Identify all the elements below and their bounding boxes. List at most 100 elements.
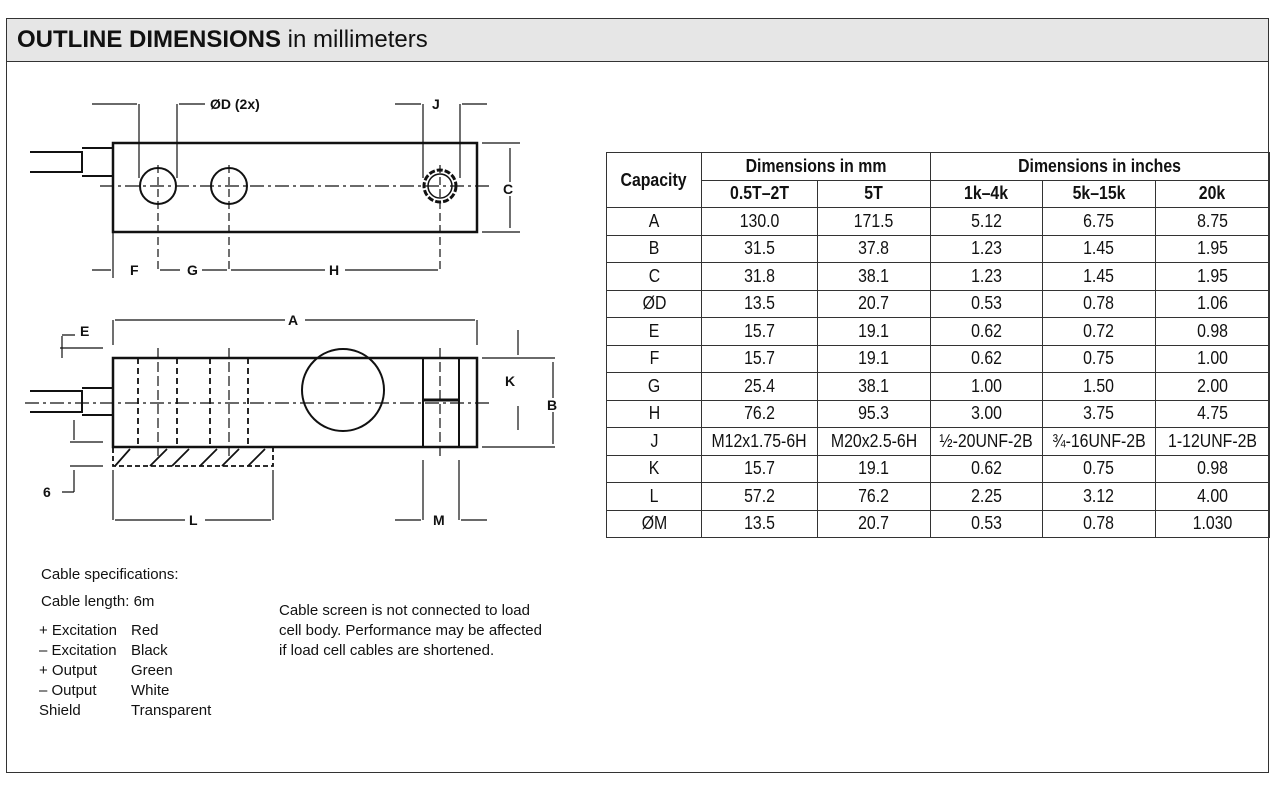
note-line: cell body. Performance may be affected bbox=[279, 622, 542, 639]
table-cell: 19.1 bbox=[817, 317, 931, 346]
cell-text: 38.1 bbox=[858, 375, 890, 396]
cell-text: 15.7 bbox=[744, 348, 775, 369]
table-cell: 6.75 bbox=[1042, 207, 1156, 236]
cell-text: 1.030 bbox=[1192, 513, 1233, 534]
table-cell: 19.1 bbox=[817, 454, 931, 483]
cell-text: 2.00 bbox=[1197, 375, 1228, 396]
dimension-key: J bbox=[606, 427, 702, 456]
cell-text: 13.5 bbox=[744, 293, 775, 314]
wire-color: Black bbox=[131, 641, 168, 659]
table-cell: 38.1 bbox=[817, 372, 931, 401]
table-cell: 4.00 bbox=[1155, 482, 1270, 511]
cell-text: 19.1 bbox=[858, 320, 890, 341]
cell-text: 0.98 bbox=[1197, 320, 1228, 341]
cell-text: G bbox=[647, 375, 661, 396]
cable-length: Cable length: 6m bbox=[41, 593, 155, 610]
dimension-key: ØD bbox=[606, 289, 702, 318]
table-cell: 2.25 bbox=[930, 482, 1043, 511]
label-b: B bbox=[547, 397, 557, 413]
cell-text: ØM bbox=[641, 513, 667, 534]
dimension-key: A bbox=[606, 207, 702, 236]
table-cell: 13.5 bbox=[701, 509, 818, 538]
wire-row: – Excitation Black bbox=[39, 640, 231, 660]
table-cell: 1.45 bbox=[1042, 262, 1156, 291]
cell-text: 1.45 bbox=[1083, 265, 1115, 286]
cell-text: 1.95 bbox=[1197, 265, 1228, 286]
table-cell: 0.98 bbox=[1155, 454, 1270, 483]
col-label: 20k bbox=[1199, 183, 1226, 204]
table-cell: 0.53 bbox=[930, 289, 1043, 318]
dimension-key: C bbox=[606, 262, 702, 291]
label-a: A bbox=[288, 312, 298, 328]
table-row: G 25.4 38.1 1.00 1.50 2.00 bbox=[606, 372, 1270, 401]
label-h: H bbox=[329, 262, 339, 278]
table-cell: 37.8 bbox=[817, 234, 931, 263]
table-cell: 0.62 bbox=[930, 344, 1043, 373]
cable-spec-title: Cable specifications: bbox=[41, 566, 179, 583]
table-cell: 15.7 bbox=[701, 317, 818, 346]
side-view bbox=[25, 319, 555, 521]
cell-text: 0.53 bbox=[971, 293, 1002, 314]
label-e: E bbox=[80, 323, 89, 339]
col-header: 5T bbox=[817, 179, 931, 208]
table-cell: 13.5 bbox=[701, 289, 818, 318]
cell-text: 19.1 bbox=[858, 348, 890, 369]
cell-text: 0.78 bbox=[1083, 293, 1115, 314]
cell-text: 0.78 bbox=[1083, 513, 1115, 534]
label-d: ØD (2x) bbox=[210, 96, 260, 112]
table-cell: 0.75 bbox=[1042, 454, 1156, 483]
cell-text: 1.23 bbox=[971, 265, 1002, 286]
cell-text: 0.98 bbox=[1197, 458, 1228, 479]
cell-text: 57.2 bbox=[744, 485, 775, 506]
cell-text: 1.95 bbox=[1197, 238, 1228, 259]
table-cell: 19.1 bbox=[817, 344, 931, 373]
cell-text: 0.75 bbox=[1083, 348, 1115, 369]
top-view bbox=[30, 103, 520, 278]
table-cell: 1.50 bbox=[1042, 372, 1156, 401]
cell-text: 13.5 bbox=[744, 513, 775, 534]
table-cell: 31.8 bbox=[701, 262, 818, 291]
table-cell: 76.2 bbox=[701, 399, 818, 428]
cell-text: J bbox=[650, 430, 658, 451]
table-cell: 171.5 bbox=[817, 207, 931, 236]
cell-text: 0.72 bbox=[1083, 320, 1115, 341]
cell-text: 25.4 bbox=[744, 375, 775, 396]
wire-color: Green bbox=[131, 661, 173, 679]
cell-text: K bbox=[648, 458, 660, 479]
cell-text: ½-20UNF-2B bbox=[939, 430, 1034, 451]
cell-text: 31.8 bbox=[744, 265, 775, 286]
table-cell: 0.78 bbox=[1042, 289, 1156, 318]
table-cell: 1.06 bbox=[1155, 289, 1270, 318]
wire-color: Red bbox=[131, 621, 159, 639]
col-header: 0.5T–2T bbox=[701, 179, 818, 208]
table-cell: 15.7 bbox=[701, 454, 818, 483]
header-title: OUTLINE DIMENSIONS bbox=[17, 26, 282, 53]
table-cell: 31.5 bbox=[701, 234, 818, 263]
cell-text: 37.8 bbox=[858, 238, 890, 259]
dimension-key: H bbox=[606, 399, 702, 428]
cell-text: 1.50 bbox=[1083, 375, 1115, 396]
group-mm-label: Dimensions in mm bbox=[745, 155, 887, 176]
cell-text: 5.12 bbox=[971, 210, 1002, 231]
wire-color: Transparent bbox=[131, 701, 212, 719]
cell-text: E bbox=[648, 320, 660, 341]
cell-text: 4.00 bbox=[1197, 485, 1228, 506]
wire-function: – Excitation bbox=[39, 641, 117, 659]
cell-text: 1.00 bbox=[971, 375, 1002, 396]
col-label: 0.5T–2T bbox=[729, 183, 789, 204]
table-cell: 95.3 bbox=[817, 399, 931, 428]
table-cell: 8.75 bbox=[1155, 207, 1270, 236]
wire-color: White bbox=[131, 681, 170, 699]
header-subtitle: in millimeters bbox=[281, 26, 428, 53]
table-cell: 25.4 bbox=[701, 372, 818, 401]
